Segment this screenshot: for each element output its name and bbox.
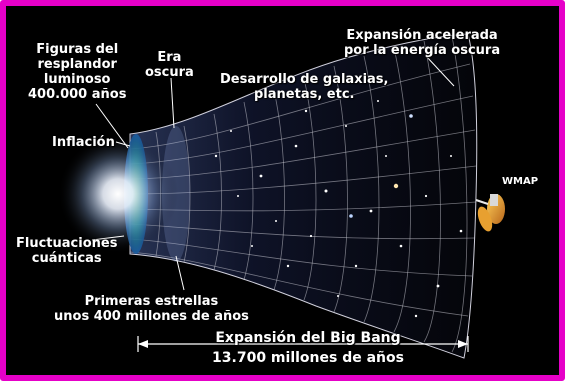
accelerated-expansion-label: Expansión acelerada por la energía oscur…: [344, 28, 500, 58]
quantum-fluctuations-line2: cuánticas: [31, 251, 102, 266]
big-bang-glow: [58, 134, 178, 254]
first-stars-label: Primeras estrellas unos 400 millones de …: [54, 294, 249, 324]
galaxy-development-line1: Desarrollo de galaxias,: [220, 72, 389, 87]
first-stars-line1: Primeras estrellas: [84, 294, 219, 309]
dark-age-label: Era oscura: [145, 50, 194, 80]
accelerated-expansion-line2: por la energía oscura: [344, 43, 501, 58]
wmap-satellite: [475, 194, 505, 232]
galaxy-development-line2: planetas, etc.: [254, 87, 355, 102]
universe-expansion-illustration: [58, 33, 505, 359]
galaxies: [214, 100, 463, 318]
cmb-label: Figuras del resplandor luminoso 400.000 …: [28, 42, 126, 102]
galaxy-development-label: Desarrollo de galaxias, planetas, etc.: [220, 72, 389, 102]
timeline-label-line2: 13.700 millones de años: [212, 350, 404, 366]
universe-volume: [129, 33, 478, 359]
cmb-label-line3: luminoso: [43, 72, 111, 87]
inflation-label: Inflación: [52, 135, 115, 150]
first-stars-line2: unos 400 millones de años: [54, 309, 249, 324]
cmb-label-line4: 400.000 años: [28, 87, 127, 102]
pointer-lines: [91, 55, 455, 291]
dark-age-label-line2: oscura: [145, 65, 194, 80]
accelerated-expansion-line1: Expansión acelerada: [346, 28, 498, 43]
cmb-label-line2: resplandor: [37, 57, 117, 72]
quantum-fluctuations-label: Fluctuaciones cuánticas: [16, 236, 117, 266]
wmap-label: WMAP: [502, 176, 539, 187]
cmb-label-line1: Figuras del: [36, 42, 119, 57]
quantum-fluctuations-line1: Fluctuaciones: [16, 236, 118, 251]
timeline-arrow: [137, 336, 469, 352]
dark-age-label-line1: Era: [157, 50, 182, 65]
timeline-label: Expansión del Big Bang 13.700 millones d…: [198, 330, 418, 367]
timeline-label-line1: Expansión del Big Bang: [215, 330, 401, 346]
